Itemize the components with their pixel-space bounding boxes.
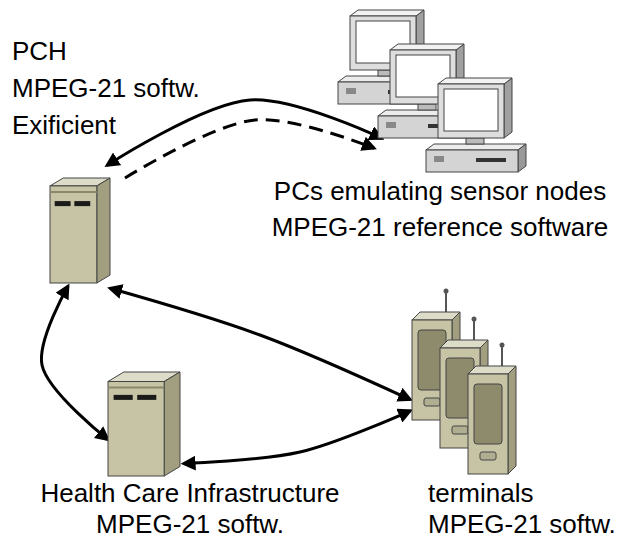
node-title: PCH [12, 33, 200, 70]
server-icon [50, 178, 110, 283]
label-group: terminalsMPEG-21 softw. [428, 478, 616, 540]
label-group: PCHMPEG-21 softw.Exificient [12, 33, 200, 144]
node-subtitle: MPEG-21 reference software [240, 209, 634, 245]
connector-arrow [41, 286, 108, 439]
node-subtitle: MPEG-21 softw. [12, 70, 200, 107]
connector-arrow [107, 100, 382, 166]
device-node: Health Care InfrastructureMPEG-21 softw. [10, 372, 370, 540]
connector-arrow [125, 120, 374, 178]
terminal-icons [408, 288, 520, 474]
device-node: PCHMPEG-21 softw.Exificient [8, 33, 200, 283]
label-group: Health Care InfrastructureMPEG-21 softw. [10, 478, 370, 540]
label-group: PCs emulating sensor nodesMPEG-21 refere… [240, 173, 634, 245]
device-node: PCs emulating sensor nodesMPEG-21 refere… [240, 8, 634, 245]
node-title: Health Care Infrastructure [10, 478, 370, 509]
device-node: terminalsMPEG-21 softw. [408, 288, 616, 540]
node-title: PCs emulating sensor nodes [240, 173, 634, 209]
pc-icons [338, 8, 528, 173]
node-subtitle: MPEG-21 softw. [10, 509, 370, 540]
node-subtitle: Exificient [12, 107, 200, 144]
connector-arrow [184, 411, 411, 464]
node-title: terminals [428, 478, 616, 509]
node-subtitle: MPEG-21 softw. [428, 509, 616, 540]
server-icon [108, 372, 180, 476]
